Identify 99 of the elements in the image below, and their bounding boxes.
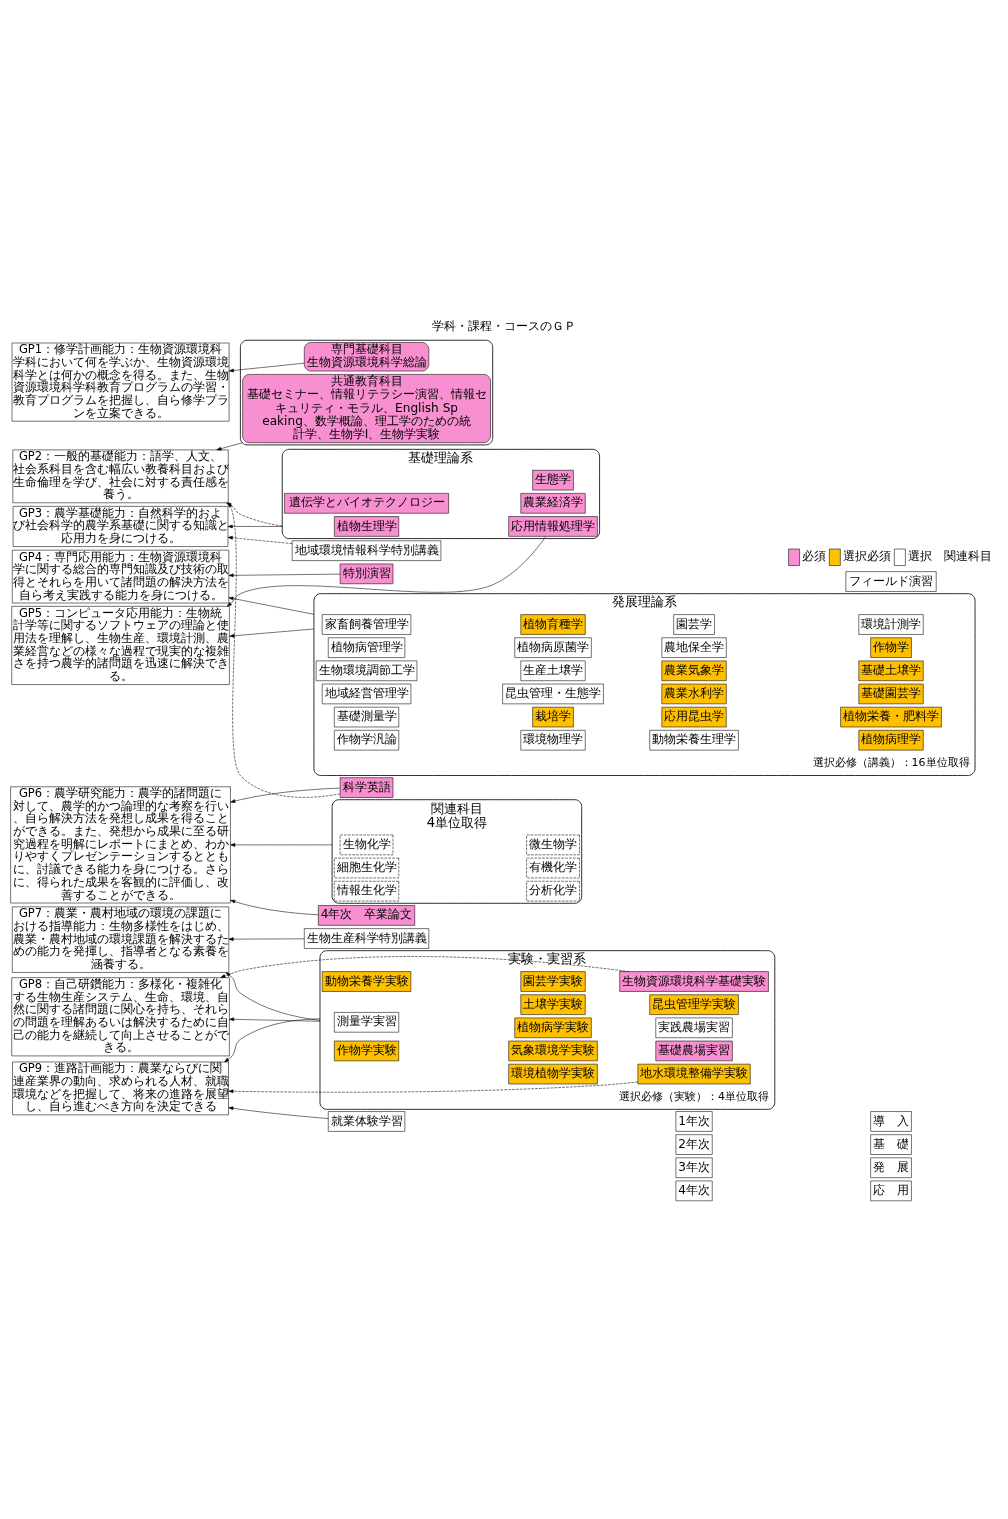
node-box: 家畜飼養管理学 xyxy=(321,614,412,635)
node-box: 栽培学 xyxy=(532,706,574,728)
node-box: 昆虫管理学実験 xyxy=(649,994,739,1015)
arrow xyxy=(227,524,283,529)
node-box: 生物生産科学特別講義 xyxy=(304,928,430,949)
arrow xyxy=(228,362,305,373)
node-box: 生態学 xyxy=(532,470,574,491)
node-box: 微生物学 xyxy=(526,834,580,856)
node-box: GP2：一般的基礎能力：語学、人文、社会系科目を含む幅広い教養科目および生命倫理を学び、社会に対する責任感を養う。 xyxy=(12,449,229,504)
node-box: 環境植物学実験 xyxy=(508,1063,598,1085)
node-box: 導 入 xyxy=(870,1111,912,1132)
node-box: GP3：農学基礎能力：自然科学的および社会科学的農学系基礎に関する知識と応用力を身につける。 xyxy=(12,506,229,547)
node-box: 基礎土壌学 xyxy=(858,660,924,681)
node-box: 1年次 xyxy=(675,1111,713,1132)
arrow xyxy=(228,1106,329,1119)
node-box: 基礎農場実習 xyxy=(655,1040,733,1062)
label: 選択必修（実験）：4単位取得 xyxy=(619,1089,770,1103)
legend-label: 選択必須 xyxy=(843,549,892,564)
node-box: 4年次 xyxy=(675,1180,713,1202)
node-box: 遺伝学とバイオテクノロジー xyxy=(284,493,449,514)
node-box: 農地保全学 xyxy=(661,637,727,658)
node-box: 動物栄養生理学 xyxy=(649,730,739,751)
node-box: 分析化学 xyxy=(526,881,580,902)
node-box: 実践農場実習 xyxy=(655,1017,733,1038)
legend-label: 必須 xyxy=(802,549,827,564)
node-box: 応 用 xyxy=(870,1180,912,1202)
node-box: 基礎園芸学 xyxy=(858,683,924,705)
node-box: 動物栄養学実験 xyxy=(321,971,412,992)
node-box: 発 展 xyxy=(870,1157,912,1178)
node-box: 基礎測量学 xyxy=(334,706,400,728)
arrow xyxy=(227,535,293,544)
node-box: 気象環境学実験 xyxy=(508,1040,598,1062)
node-box: 地水環境整備学実験 xyxy=(637,1063,751,1085)
arrow xyxy=(224,1018,321,1063)
node-box: GP1：修学計画能力：生物資源環境科学科において何を学ぶか、生物資源環境科学とは何かの概念を得る。また、生物資源環境科学科教育プログラムの学習・教育プログラムを把握し、自ら修学プランを立案できる。 xyxy=(11,342,230,422)
diagram-title: 学科・課程・コースのＧＰ xyxy=(432,319,576,334)
node-box: 作物学汎論 xyxy=(334,730,400,751)
node-box: 地域経営管理学 xyxy=(321,683,412,705)
node-box: 植物病理学 xyxy=(858,730,924,751)
node-box: 園芸学実験 xyxy=(520,971,586,992)
node-box: 生物化学 xyxy=(339,834,394,856)
arrow xyxy=(230,787,341,803)
node-box: 生産土壌学 xyxy=(520,660,586,681)
node-box: 応用昆虫学 xyxy=(661,706,727,728)
node-box: 生物資源環境科学基礎実験 xyxy=(619,971,769,992)
node-box: 情報生化学 xyxy=(334,881,400,902)
arrow xyxy=(228,573,341,578)
legend-label: 選択 xyxy=(908,549,933,564)
arrow xyxy=(228,937,305,941)
node-box: 応用情報処理学 xyxy=(508,516,598,537)
arrow xyxy=(230,899,319,916)
node-box: 測量学実習 xyxy=(334,1012,400,1033)
node-box: 特別演習 xyxy=(339,563,394,585)
arrow xyxy=(230,843,333,847)
node-box: 地域環境情報科学特別講義 xyxy=(291,540,442,561)
node-box: 農業水利学 xyxy=(661,683,727,705)
arrow xyxy=(228,1081,639,1094)
node-box: 昆虫管理・生態学 xyxy=(502,683,604,705)
arrow xyxy=(226,536,547,607)
node-box: GP6：農学研究能力：農学的諸問題に対して、農学的かつ論理的な考察を行い、自ら解決方法を発想し成果を得ることができる。また、発想から成果に至る研究過程を明解にレポートにまとめ、わかりやすくプレゼンテーションするとともに、討議できる能力を身につける。さらに、得られた成果を客観的に評価し、改善することができる。 xyxy=(10,786,231,904)
node-box: 植物病原菌学 xyxy=(514,637,592,658)
node-box: 有機化学 xyxy=(526,857,580,879)
node-box: 植物栄養・肥料学 xyxy=(840,706,942,728)
arrow xyxy=(225,972,321,1021)
node-box: 3年次 xyxy=(675,1157,713,1178)
arrow xyxy=(229,628,315,638)
node-box: 植物育種学 xyxy=(520,614,586,635)
arrow xyxy=(228,596,315,615)
node-box: GP5：コンピュータ応用能力：生物統計学等に関するソフトウェアの理論と使用法を理解し、生物生産、環境計測、農業経営などの様々な過程で現実的な複雑さを持つ農学的諸問題を迅速に解決できる。 xyxy=(11,606,230,685)
node-box: 植物生理学 xyxy=(334,516,400,537)
node-box: 園芸学 xyxy=(673,614,715,635)
legend-label: 関連科目 xyxy=(943,549,992,564)
node-box: 生物環境調節工学 xyxy=(315,660,418,681)
node-box: 作物学 xyxy=(870,637,912,658)
node-box: 環境物理学 xyxy=(520,730,586,751)
node-box: 科学英語 xyxy=(339,777,394,798)
node-box: 4年次 卒業論文 xyxy=(318,905,416,926)
arrow xyxy=(229,1017,321,1022)
node-box: 環境計測学 xyxy=(858,614,924,635)
node-box: GP4：専門応用能力：生物資源環境科学に関する総合的専門知識及び技術の取得とそれらを用いて諸問題の解決方法を自ら考え実践する能力を身につける。 xyxy=(12,549,230,604)
node-box: 専門基礎科目 生物資源環境科学総論 xyxy=(304,342,430,372)
node-box: 基 礎 xyxy=(870,1134,912,1155)
node-box: 農業経済学 xyxy=(520,493,586,514)
node-box: 作物学実験 xyxy=(334,1040,400,1062)
label: 選択必修（講義）：16単位取得 xyxy=(812,756,970,770)
node-box: 植物病学実験 xyxy=(514,1017,592,1038)
node-box: 農業気象学 xyxy=(661,660,727,681)
node-box: 土壌学実験 xyxy=(520,994,586,1015)
node-box: 細胞生化学 xyxy=(334,857,400,879)
node-box: 就業体験学習 xyxy=(327,1111,406,1132)
arrow xyxy=(216,442,243,451)
node-box: 植物病管理学 xyxy=(327,637,406,658)
node-box: フィールド演習 xyxy=(845,571,937,592)
node-box: 2年次 xyxy=(675,1134,713,1155)
node-box: 共通教育科目 基礎セミナー、情報リテラシー演習、情報セキュリティ・モラル、English Speaking、数学概論、理工学のための統計学、生物学Ⅰ、生物学実験 xyxy=(242,374,491,443)
node-box: GP7：農業・農村地域の環境の課題における指導能力：生物多様性をはじめ、農業・農村地域の環境課題を解決するための能力を発揮し、指導者となる素養を涵養する。 xyxy=(12,906,230,973)
arrow xyxy=(220,956,630,978)
node-box: GP8：自己研鑽能力：多様化・複雑化する生物生産システム、生命、環境、自然に関する諸問題に関心を持ち、それらの問題を理解あるいは解決するために自己の能力を継続して向上させることができる。 xyxy=(11,977,230,1057)
node-box: GP9：進路計画能力：農業ならびに関連産業界の動向、求められる人材、就職環境などを把握して、将来の進路を展望し、自ら進むべき方向を決定できる xyxy=(12,1061,229,1116)
